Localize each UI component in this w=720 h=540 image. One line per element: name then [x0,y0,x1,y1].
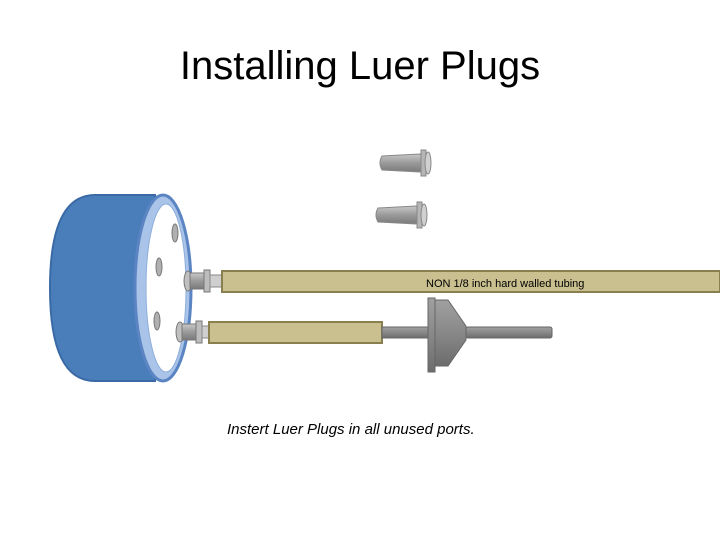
tubing-label: NON 1/8 inch hard walled tubing [426,278,584,290]
instruction-caption: Instert Luer Plugs in all unused ports. [227,421,475,438]
chamber-drum [48,193,193,383]
lower-tubing [208,321,383,344]
port-hole [155,257,163,277]
lower-port-fitting [175,320,211,344]
syringe [381,297,553,373]
luer-plug-top [379,149,432,177]
hard-walled-tubing [221,270,720,293]
port-hole [171,223,179,243]
luer-plug-bottom [375,201,428,229]
slide-title: Installing Luer Plugs [179,44,541,88]
port-hole [153,311,161,331]
upper-port-fitting [183,269,223,293]
